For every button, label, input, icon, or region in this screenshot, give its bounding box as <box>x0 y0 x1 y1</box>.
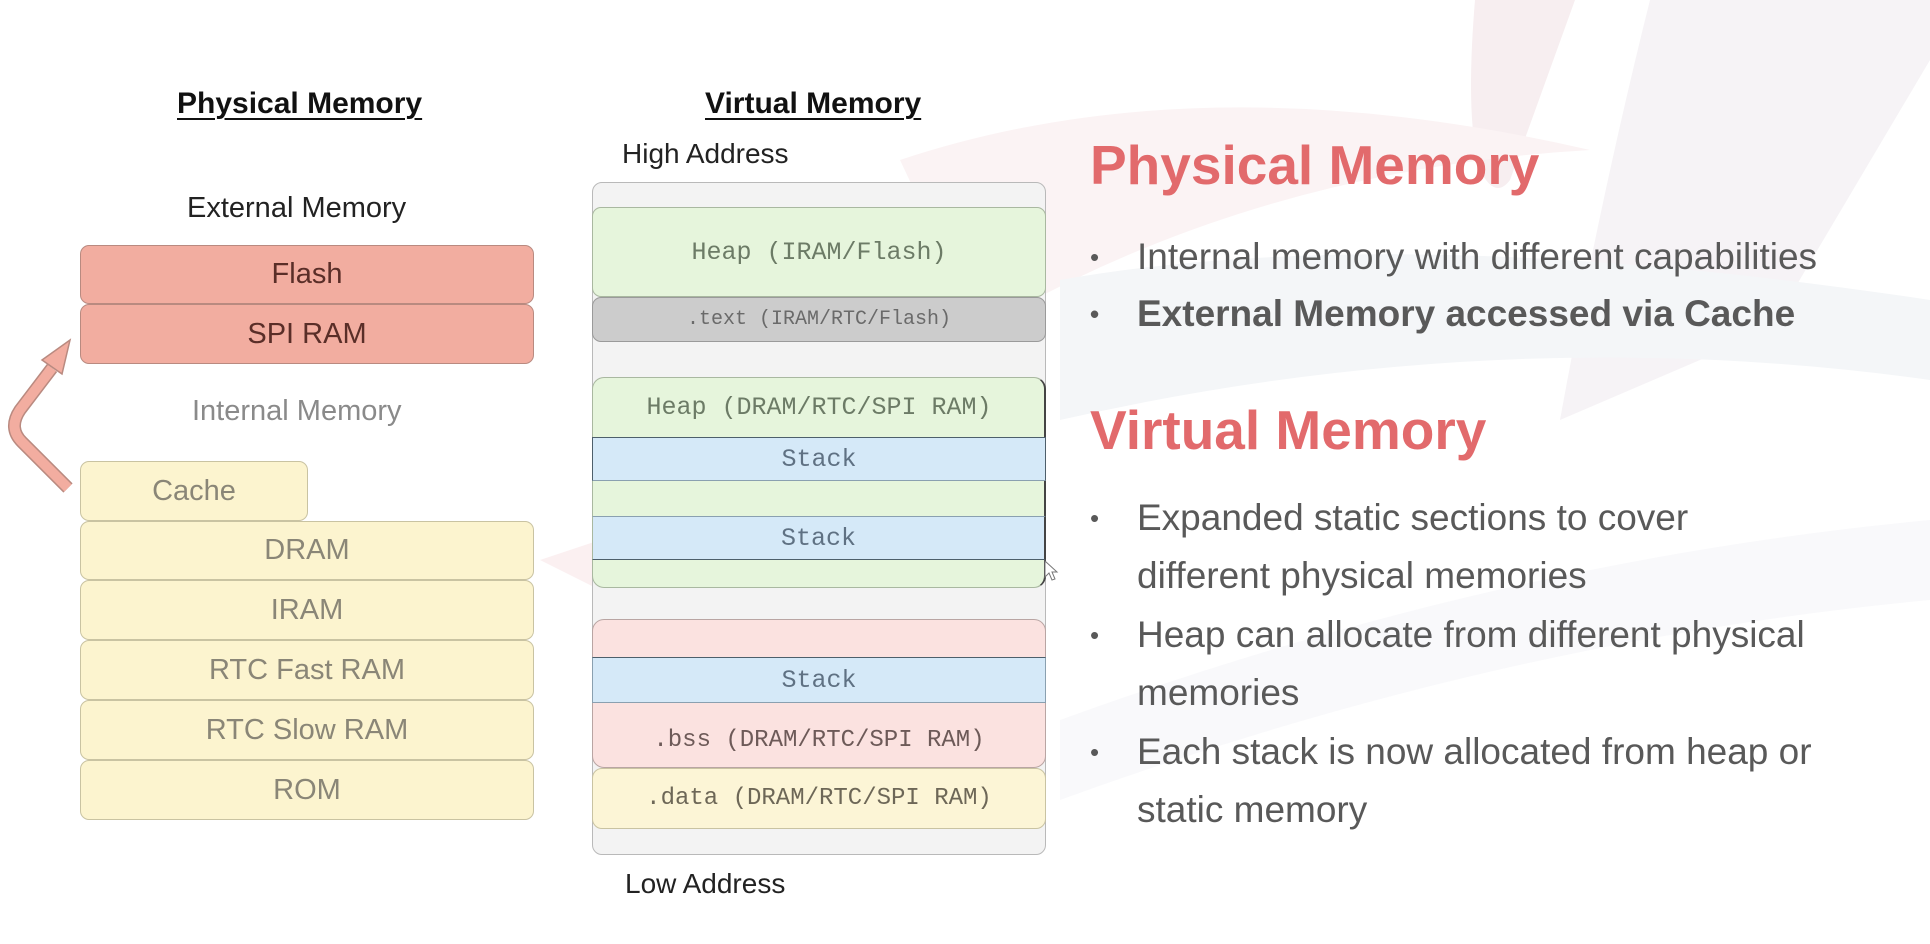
cache-to-external-arrow-icon <box>8 338 73 493</box>
bullet-text-line-1: Expanded static sections to cover <box>1137 497 1689 538</box>
background-swoosh <box>900 107 1590 330</box>
physical-diagram-title: Physical Memory <box>177 87 423 120</box>
bullet-icon: • <box>1090 242 1100 272</box>
virtual-memory-heading: Virtual Memory <box>1090 399 1487 461</box>
low-address-label: Low Address <box>625 868 786 899</box>
internal-memory-label: Internal Memory <box>192 395 402 427</box>
data-segment: .data (DRAM/RTC/SPI RAM) <box>592 768 1046 829</box>
flash-block: Flash <box>80 245 534 304</box>
cache-label: Cache <box>152 474 236 507</box>
flash-label: Flash <box>271 258 343 290</box>
text-segment: .text (IRAM/RTC/Flash) <box>592 297 1046 342</box>
text-segment-label: .text (IRAM/RTC/Flash) <box>686 308 952 331</box>
cache-block: Cache <box>80 461 308 521</box>
iram-label: IRAM <box>270 593 344 626</box>
spi-ram-label: SPI RAM <box>247 317 367 350</box>
bullet-text-line-2: static memory <box>1137 789 1368 830</box>
heap-dram-label: Heap (DRAM/RTC/SPI RAM) <box>646 392 992 422</box>
rtc-fast-ram-block: RTC Fast RAM <box>80 640 534 700</box>
dram-block: DRAM <box>80 521 534 580</box>
iram-block: IRAM <box>80 580 534 640</box>
rom-label: ROM <box>273 773 341 806</box>
bullet-text-line-1: Heap can allocate from different physica… <box>1137 614 1805 655</box>
external-memory-label: External Memory <box>187 192 407 224</box>
stack-segment-3: Stack <box>592 657 1046 703</box>
stack-segment-2: Stack <box>592 516 1046 560</box>
physical-memory-heading: Physical Memory <box>1090 134 1540 196</box>
stack-label-1: Stack <box>781 444 857 474</box>
bullet-icon: • <box>1090 503 1100 533</box>
bss-segment: .bss (DRAM/RTC/SPI RAM) <box>592 703 1046 768</box>
rtc-fast-ram-label: RTC Fast RAM <box>208 653 406 686</box>
rtc-slow-ram-label: RTC Slow RAM <box>205 713 409 746</box>
bss-label: .bss (DRAM/RTC/SPI RAM) <box>653 727 985 754</box>
heap-dram-segment: Heap (DRAM/RTC/SPI RAM) <box>592 377 1046 437</box>
mouse-cursor-icon <box>1044 560 1059 581</box>
heap-iram-flash-segment: Heap (IRAM/Flash) <box>592 207 1046 297</box>
heap-iram-flash-label: Heap (IRAM/Flash) <box>691 237 947 267</box>
rtc-slow-ram-block: RTC Slow RAM <box>80 700 534 760</box>
background-swoosh <box>1060 254 1930 420</box>
bullet-icon: • <box>1090 299 1100 329</box>
virtual-diagram-title: Virtual Memory <box>705 87 922 120</box>
bullet-icon: • <box>1090 620 1100 650</box>
stack-label-2: Stack <box>780 523 856 553</box>
bullet-text-line-2: memories <box>1137 672 1300 713</box>
bullet-text-line-1: Each stack is now allocated from heap or <box>1137 731 1812 772</box>
background-swoosh <box>1060 520 1930 800</box>
bullet-text: Internal memory with different capabilit… <box>1137 236 1818 277</box>
dram-label: DRAM <box>264 534 350 566</box>
bullet-text-line-2: different physical memories <box>1137 555 1587 596</box>
bullet-icon: • <box>1090 737 1100 767</box>
data-label: .data (DRAM/RTC/SPI RAM) <box>646 785 992 812</box>
stack-label-3: Stack <box>781 665 857 695</box>
rom-block: ROM <box>80 760 534 820</box>
high-address-label: High Address <box>622 138 789 169</box>
spi-ram-block: SPI RAM <box>80 304 534 364</box>
stack-segment-1: Stack <box>592 437 1046 481</box>
bullet-text: External Memory accessed via Cache <box>1137 293 1796 334</box>
